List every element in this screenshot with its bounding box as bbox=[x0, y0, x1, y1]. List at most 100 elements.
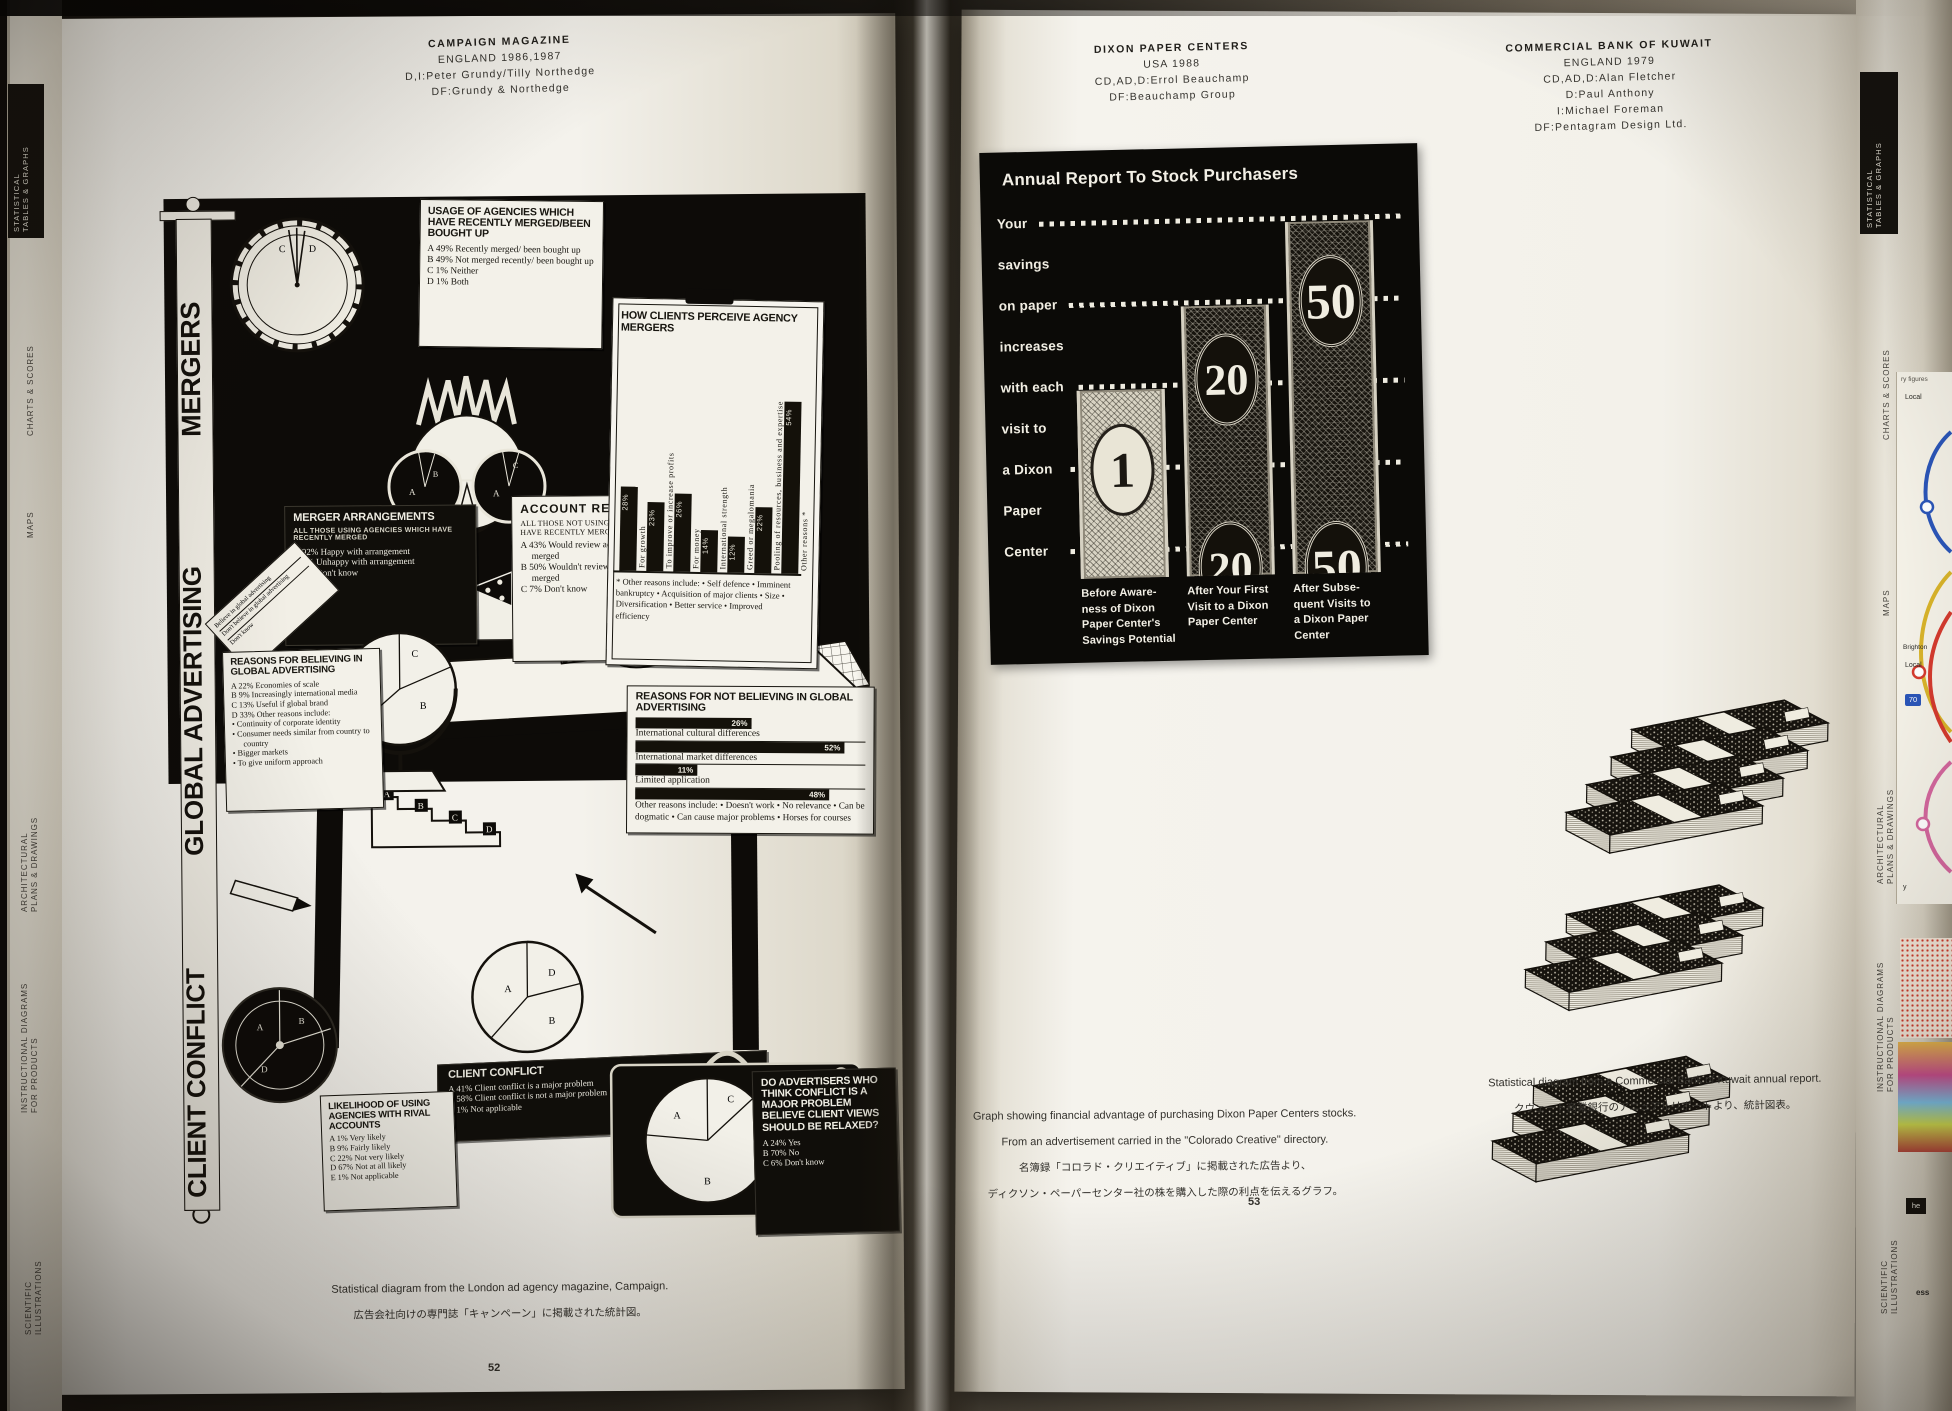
row-label: on paper bbox=[998, 297, 1058, 314]
bar-pct: 11% bbox=[677, 766, 694, 776]
bill-numeral: 1 bbox=[1109, 441, 1136, 499]
bar-pct: 48% bbox=[809, 790, 826, 800]
perceive-bar-chart: 28% For growth 23% To improve or increas… bbox=[613, 330, 809, 576]
right-edge-tab: STATISTICAL TABLES & GRAPHS bbox=[1860, 72, 1898, 234]
dixon-caption-line: ディクソン・ペーパーセンター社の株を購入した際の利点を伝えるグラフ。 bbox=[987, 1185, 1344, 1201]
perceive-footnote: * Other reasons include: • Self defence … bbox=[615, 576, 791, 621]
believing-panel: REASONS FOR BELIEVING IN GLOBAL ADVERTIS… bbox=[222, 647, 385, 812]
map-fragment-text: ry figures bbox=[1901, 376, 1928, 383]
case-letter: C bbox=[727, 1094, 734, 1105]
banner-finial bbox=[185, 196, 201, 212]
row-label: with each bbox=[1000, 379, 1065, 396]
bar-label: Other reasons * bbox=[799, 511, 810, 572]
likelihood-panel: LIKELIHOOD OF USING AGENCIES WITH RIVAL … bbox=[319, 1090, 458, 1212]
left-edge-tab: STATISTICAL TABLES & GRAPHS bbox=[8, 84, 44, 238]
bar-pct: 26% bbox=[731, 718, 748, 728]
step-letter: D bbox=[486, 824, 493, 834]
wheel-letter: B bbox=[299, 1016, 305, 1026]
advertisers-title: DO ADVERTISERS WHO THINK CONFLICT IS A M… bbox=[760, 1074, 880, 1134]
map-fragment-text: Local bbox=[1905, 394, 1922, 401]
lens-letter: A bbox=[493, 488, 500, 498]
left-edge-label: SCIENTIFIC ILLUSTRATIONS bbox=[24, 1260, 43, 1335]
flag-line: Don't believe in global advertising bbox=[220, 557, 309, 641]
lens-letter: C bbox=[513, 461, 518, 470]
bar: 23% bbox=[646, 501, 665, 572]
bar-value: 14% bbox=[700, 537, 710, 555]
bar-value: 22% bbox=[755, 514, 765, 532]
bar-value: 26% bbox=[674, 501, 684, 519]
right-page-number: 53 bbox=[1248, 1196, 1261, 1208]
dixon-caption-line: Graph showing financial advantage of pur… bbox=[972, 1107, 1357, 1123]
kuwait-money-stacks bbox=[1491, 696, 1830, 1186]
advertisers-item: C 6% Don't know bbox=[762, 1156, 825, 1168]
bar: 54% bbox=[781, 401, 802, 574]
fifty-dollar-bill-bar: 50 50 bbox=[1284, 220, 1381, 575]
left-edge-label: ARCHITECTURAL PLANS & DRAWINGS bbox=[20, 816, 39, 912]
dixon-panel-title: Annual Report To Stock Purchasers bbox=[1001, 163, 1299, 190]
bill-numeral-oval: 20 bbox=[1193, 332, 1260, 427]
map-badge: 70 bbox=[1905, 694, 1921, 706]
right-tab-label: STATISTICAL TABLES & GRAPHS bbox=[1865, 142, 1883, 228]
left-caption: Statistical diagram from the London ad a… bbox=[240, 1272, 761, 1329]
perceive-mergers-clipboard: HOW CLIENTS PERCEIVE AGENCY MERGERS 28% … bbox=[605, 288, 825, 670]
stack-middle bbox=[1524, 881, 1764, 1014]
lens-letter: B bbox=[433, 470, 438, 479]
row-label: Limited application bbox=[635, 775, 866, 790]
pencil bbox=[229, 879, 299, 912]
bill-numeral: 50 bbox=[1311, 538, 1363, 575]
right-edge-label: ARCHITECTURAL PLANS & DRAWINGS bbox=[1876, 788, 1895, 884]
global-advertising-flag: Believe in global advertising Don't beli… bbox=[204, 541, 342, 673]
bill-numeral-oval-bottom: 50 bbox=[1303, 520, 1370, 575]
bill-numeral-oval-bottom: 20 bbox=[1197, 520, 1264, 577]
right-edge-label: MAPS bbox=[1882, 589, 1891, 616]
row-label: International market differences bbox=[635, 751, 866, 766]
map-page-inset: ry figures Local Brighton 70 Local y bbox=[1896, 372, 1952, 904]
bill-numeral-oval: 1 bbox=[1089, 423, 1156, 517]
bill-caption: Before Aware- ness of Dixon Paper Center… bbox=[1081, 586, 1176, 647]
left-page-number: 52 bbox=[488, 1362, 501, 1374]
row-label: increases bbox=[999, 338, 1064, 355]
usage-panel: USAGE OF AGENCIES WHICH HAVE RECENTLY ME… bbox=[418, 198, 605, 350]
left-caption-ja: 広告会社向けの専門誌「キャンペーン」に掲載された統計図。 bbox=[353, 1306, 647, 1322]
one-dollar-bill-bar: 1 bbox=[1076, 388, 1169, 579]
lens-letter: A bbox=[409, 487, 416, 497]
row-label: savings bbox=[997, 256, 1050, 273]
twenty-dollar-bill-bar: 20 20 bbox=[1180, 304, 1275, 577]
bar-value: 28% bbox=[620, 494, 630, 512]
edge-fragment-text: ess bbox=[1916, 1288, 1930, 1297]
text-chip: he bbox=[1906, 1198, 1926, 1214]
bar: 14% bbox=[700, 530, 719, 573]
stack-top bbox=[1564, 696, 1830, 857]
bill-numeral-oval: 50 bbox=[1297, 254, 1364, 348]
bar-value: 12% bbox=[727, 544, 737, 562]
not-believing-panel: REASONS FOR NOT BELIEVING IN GLOBAL ADVE… bbox=[625, 685, 875, 835]
bar-pct: 52% bbox=[824, 742, 841, 752]
left-edge-label: CHARTS & SCORES bbox=[26, 345, 35, 436]
campaign-illustration: A B C D MERGERS GLOBAL ADVERTISING CLIEN… bbox=[159, 192, 900, 1244]
row-label: International cultural differences bbox=[635, 728, 866, 743]
bar: 12% bbox=[727, 536, 745, 573]
clipboard-clip bbox=[685, 288, 734, 305]
dart bbox=[580, 882, 657, 935]
bar: 28% bbox=[619, 486, 638, 571]
left-edge-label: INSTRUCTIONAL DIAGRAMS FOR PRODUCTS bbox=[20, 982, 39, 1113]
red-dot-page-inset bbox=[1900, 938, 1952, 1038]
bill-caption: After Your First Visit to a Dixon Paper … bbox=[1187, 583, 1269, 629]
dixon-annual-report-panel: Annual Report To Stock Purchasers Your s… bbox=[979, 143, 1429, 665]
pie-letter: D bbox=[548, 968, 555, 979]
bill-numeral: 20 bbox=[1203, 354, 1249, 405]
believing-title: REASONS FOR BELIEVING IN GLOBAL ADVERTIS… bbox=[230, 653, 363, 679]
case-letter: A bbox=[673, 1111, 681, 1122]
color-page-inset bbox=[1898, 1042, 1952, 1152]
globe-letter: C bbox=[411, 649, 418, 660]
clock-letter: D bbox=[309, 244, 316, 255]
row-label: Other reasons include: • Doesn't work • … bbox=[635, 799, 865, 823]
kuwait-caption: Statistical diagram from a Commercial Ba… bbox=[1420, 1065, 1891, 1124]
merger-subtitle: ALL THOSE USING AGENCIES WHICH HAVE RECE… bbox=[293, 526, 453, 543]
chip-text: he bbox=[1911, 1201, 1921, 1210]
left-edge-label: MAPS bbox=[26, 511, 35, 538]
kuwait-credits: COMMERCIAL BANK OF KUWAIT ENGLAND 1979 C… bbox=[1454, 34, 1766, 138]
bar-value: 54% bbox=[784, 409, 794, 427]
transit-map-lines bbox=[1911, 430, 1952, 874]
map-fragment-text: Brighton bbox=[1903, 644, 1928, 651]
